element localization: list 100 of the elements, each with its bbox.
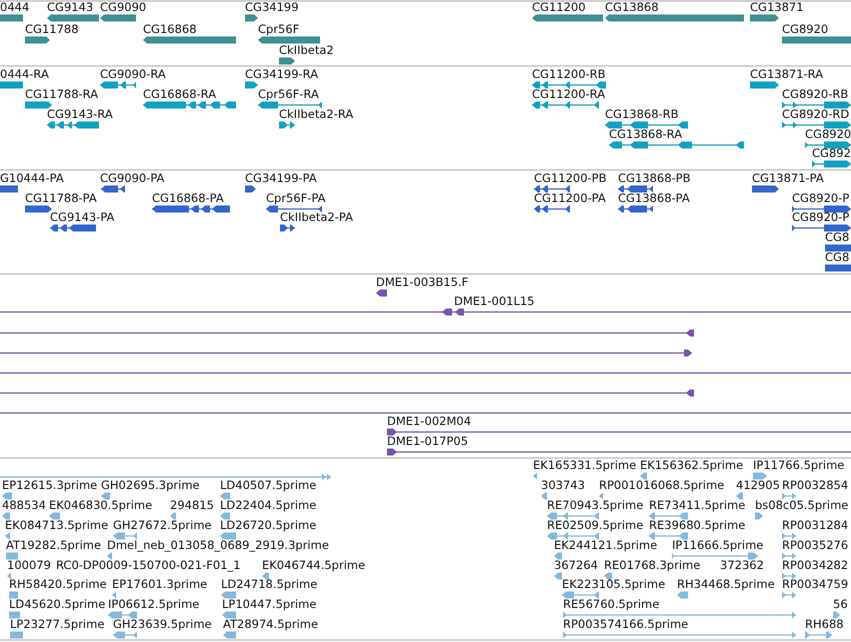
feature-label: Dmel_neb_013058_0689_2919.3prime (107, 539, 329, 552)
feature-label: CkIIbeta2-PA (280, 211, 353, 224)
feature-label: EK046744.5prime (262, 559, 366, 572)
feature-label: RH58420.5prime (9, 578, 107, 591)
feature-label: CG34199-RA (245, 68, 318, 81)
feature-label: CG13868-PB (618, 172, 690, 185)
feature-label: 367264 (554, 559, 598, 572)
feature-label: CG8920 (805, 128, 851, 141)
feature-label: CkIIbeta2-RA (279, 108, 354, 121)
feature-label: CG11200-RA (532, 88, 606, 101)
feature-label: CG11200 (532, 1, 586, 14)
feature-label: EP17601.3prime (112, 578, 208, 591)
feature-label: EK223105.5prime (562, 578, 666, 591)
feature-label: LP23277.5prime (10, 618, 104, 631)
feature-label: RE56760.5prime (563, 598, 660, 611)
feature-label: CG13868 (605, 1, 659, 14)
feature-label: LD40507.5prime (220, 479, 316, 492)
feature-label: EP12615.3prime (2, 479, 98, 492)
feature-label: 488534 (2, 499, 46, 512)
feature-label: G10444-PA (0, 172, 64, 185)
feature-label: LD26720.5prime (220, 519, 316, 532)
feature-label: RP0031284 (782, 519, 848, 532)
feature-label: 303743 (541, 479, 585, 492)
feature-label: LD22404.5prime (220, 499, 316, 512)
feature-label: DME1-002M04 (387, 415, 472, 428)
feature-label: CG13868-RA (609, 128, 682, 141)
feature-label: CG9143-RA (47, 108, 113, 121)
feature-label: EK046830.5prime (49, 499, 152, 512)
feature-label: IP11766.5prime (753, 459, 844, 472)
feature-label: 100079 (7, 559, 51, 572)
feature-label: CG8 (825, 231, 850, 244)
feature-label: RP003574166.5prime (563, 618, 688, 631)
feature-label: GH27672.5prime (113, 519, 212, 532)
feature-label: RP001016068.5prime (599, 479, 724, 492)
feature-label: CG11788-RA (25, 88, 98, 101)
feature-label: Cpr56F (258, 23, 300, 36)
feature-label: IP06612.5prime (108, 598, 200, 611)
feature-label: CG13871-RA (750, 68, 824, 81)
feature-label: RC0-DP0009-150700-021-F01_1 (56, 559, 241, 572)
feature-label: GH23639.5prime (113, 618, 212, 631)
feature-label: CG8920-P (792, 211, 850, 224)
feature-label: CG11788-PA (25, 192, 97, 205)
feature-label: CG8920-RD (782, 108, 850, 121)
feature-label: IP11666.5prime (672, 539, 764, 552)
feature-label: CG34199-PA (245, 172, 317, 185)
feature-label: CG892 (812, 147, 851, 160)
feature-label: RE02509.5prime (547, 519, 644, 532)
feature-label: CG16868-RA (143, 88, 216, 101)
feature-label: CG13868-RB (605, 108, 679, 121)
feature-label: CG9143-PA (50, 211, 114, 224)
feature-label: DME1-003B15.F (376, 276, 468, 289)
feature-label: AT28974.5prime (223, 618, 318, 631)
feature-label: CG11200-RB (532, 68, 606, 81)
feature-label: CG11788 (25, 23, 79, 36)
feature-label: 56 (833, 598, 848, 611)
feature-label: RE73411.5prime (649, 499, 746, 512)
feature-label: EK156362.5prime (640, 459, 744, 472)
feature-label: CG8920-P (792, 192, 850, 205)
feature-label: CG16868 (143, 23, 197, 36)
feature-label: GH02695.3prime (101, 479, 200, 492)
feature-label: 0444 (0, 1, 30, 14)
feature-label: RE39680.5prime (649, 519, 746, 532)
feature-label: bs08c05.5prime (755, 499, 848, 512)
feature-label: LD45620.5prime (9, 598, 106, 611)
feature-label: DME1-017P05 (387, 435, 468, 448)
feature-label: Cpr56F-RA (258, 88, 319, 101)
feature-label: RH34468.5prime (677, 578, 775, 591)
feature-label: 294815 (170, 499, 214, 512)
feature-label: DME1-001L15 (454, 295, 534, 308)
feature-label: RP0035276 (782, 539, 848, 552)
feature-label: CG16868-PA (152, 192, 224, 205)
feature-label: 0444-RA (0, 68, 49, 81)
feature-label: RE70943.5prime (547, 499, 644, 512)
feature-label: RP0032854 (782, 479, 848, 492)
feature-label: CG13871 (750, 1, 804, 14)
feature-label: RE01768.3prime (604, 559, 700, 572)
feature-label: CG9090-RA (100, 68, 166, 81)
feature-label: CG13868-PA (618, 192, 690, 205)
feature-label: RP0034759 (782, 578, 848, 591)
feature-label: CG11200-PB (534, 172, 606, 185)
feature-label: CG9090-PA (100, 172, 164, 185)
feature-label: CG8920-RB (782, 88, 848, 101)
feature-label: EK244121.5prime (554, 539, 658, 552)
feature-label: CG13871-PA (752, 172, 824, 185)
feature-label: EK165331.5prime (533, 459, 636, 472)
feature-label: CkIIbeta2 (279, 44, 334, 57)
feature-label: RP0034282 (782, 559, 848, 572)
feature-label: RH688 (805, 618, 844, 631)
feature-label: Cpr56F-PA (266, 192, 326, 205)
feature-label: EK084713.5prime (5, 519, 108, 532)
feature-label: CG34199 (245, 1, 299, 14)
feature-label: CG11200-PA (534, 192, 606, 205)
feature-label: CG9143 (47, 1, 94, 14)
feature-label: CG8920 (782, 23, 828, 36)
feature-label: LP10447.5prime (222, 598, 316, 611)
feature-label: 372362 (720, 559, 764, 572)
feature-label: CG9090 (100, 1, 146, 14)
feature-label: CG8 (825, 251, 850, 264)
feature-label: LD24718.5prime (221, 578, 318, 591)
feature-label: 412905 (736, 479, 780, 492)
